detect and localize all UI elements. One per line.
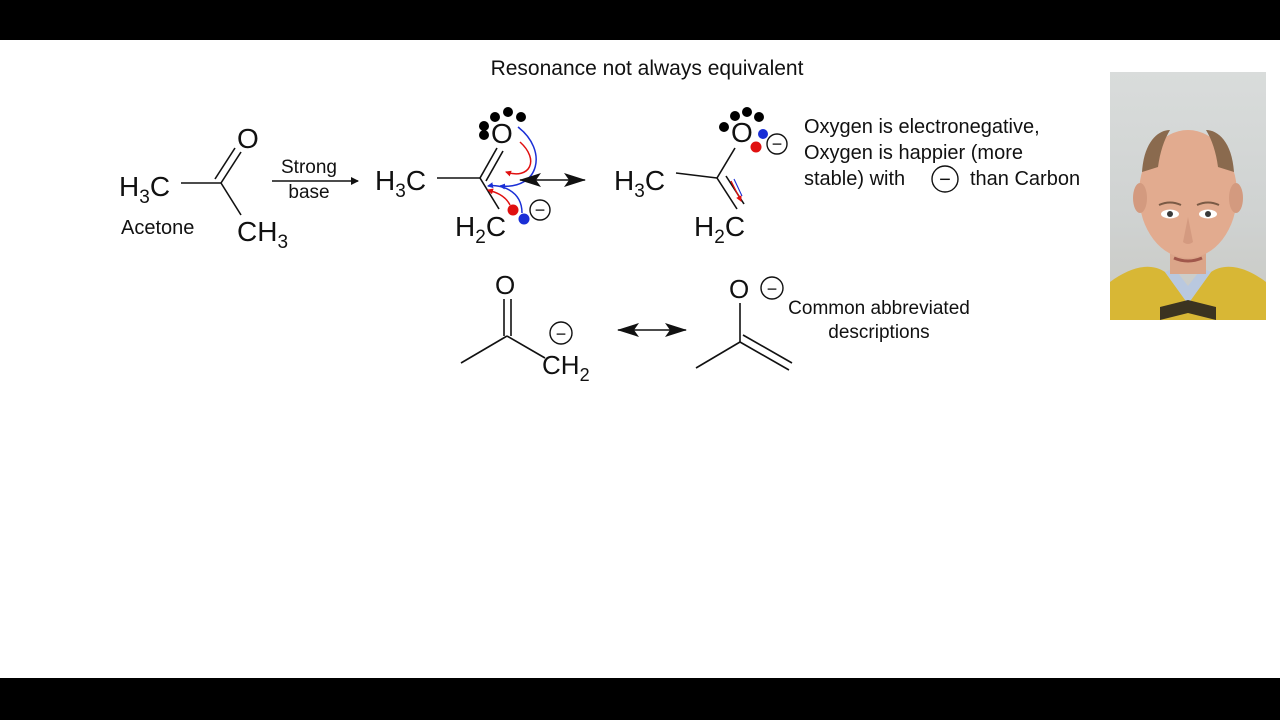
enolate2-oxygen: O bbox=[731, 117, 753, 148]
electronegativity-note: Oxygen is electronegative, Oxygen is hap… bbox=[804, 116, 1080, 193]
presenter-webcam-panel bbox=[1110, 72, 1266, 320]
abbrev1-ch2: CH bbox=[542, 350, 580, 380]
abbrev1-ch2-sub: 2 bbox=[580, 365, 590, 385]
lone-pair-electron bbox=[730, 111, 740, 121]
svg-text:CH2: CH2 bbox=[542, 350, 590, 385]
presenter-video-icon bbox=[1110, 130, 1266, 320]
acetone-bond-ch3-right bbox=[220, 182, 242, 216]
top-letterbox bbox=[0, 0, 1280, 40]
acetone-ch3: CH bbox=[237, 216, 277, 247]
abbrev1-oxygen: O bbox=[495, 270, 515, 300]
slide-title: Resonance not always equivalent bbox=[490, 57, 804, 80]
abbrev1-cc-bond bbox=[506, 335, 546, 359]
enolate1-h3c-h: H bbox=[375, 165, 395, 196]
enolate1-h2c-sub: 2 bbox=[475, 227, 486, 248]
enolate2-h2c-c: C bbox=[725, 211, 745, 242]
acetone-structure: H3C O CH3 Acetone bbox=[119, 123, 288, 253]
blue-electron bbox=[758, 129, 768, 139]
abbreviated-label: Common abbreviated descriptions bbox=[788, 298, 970, 343]
note-line-3-charge: − bbox=[939, 169, 951, 191]
curved-arrow-red-top bbox=[505, 141, 532, 177]
enolate2-blue-pi-marker bbox=[733, 178, 743, 197]
curved-arrow-red-bottom bbox=[487, 188, 511, 206]
acetone-h3c-c: C bbox=[150, 171, 170, 202]
curved-arrow-blue-bottom bbox=[487, 182, 523, 214]
red-electron bbox=[507, 204, 519, 216]
svg-text:H3C: H3C bbox=[375, 165, 426, 202]
negative-charge-icon bbox=[766, 133, 788, 155]
lone-pair-electron bbox=[503, 107, 513, 117]
svg-text:H3C: H3C bbox=[119, 171, 170, 208]
lone-pair-electron bbox=[479, 121, 489, 131]
enolate1-charge: − bbox=[535, 200, 546, 220]
acetone-caption: Acetone bbox=[121, 217, 194, 239]
abbrev2-cc-bond-a bbox=[739, 341, 790, 371]
acetone-h3c-h: H bbox=[119, 171, 139, 202]
abbrev-label-line-2: descriptions bbox=[828, 322, 929, 343]
abbrev1-charge: − bbox=[556, 324, 567, 344]
enolate1-h2c-h: H bbox=[455, 211, 475, 242]
abbrev2-oxygen: O bbox=[729, 274, 749, 304]
abbrev2-charge: − bbox=[767, 279, 778, 299]
enolate1-h2c-c: C bbox=[486, 211, 506, 242]
svg-text:H2C: H2C bbox=[455, 211, 506, 248]
enolate2-h3c-h: H bbox=[614, 165, 634, 196]
negative-charge-icon bbox=[931, 165, 959, 193]
negative-charge-icon bbox=[760, 276, 784, 300]
note-line-3b: than Carbon bbox=[970, 168, 1080, 190]
note-line-1: Oxygen is electronegative, bbox=[804, 116, 1040, 138]
acetone-carbonyl-bond-a bbox=[220, 151, 242, 184]
acetone-h3c-sub: 3 bbox=[139, 187, 150, 208]
arrow-label-strong: Strong bbox=[281, 157, 337, 178]
enolate2-charge: − bbox=[772, 134, 783, 154]
lone-pair-electron bbox=[754, 112, 764, 122]
svg-text:CH3: CH3 bbox=[237, 216, 288, 253]
abbrev-label-line-1: Common abbreviated bbox=[788, 298, 970, 319]
arrow-label-base: base bbox=[288, 182, 329, 203]
enolate2-red-pi-marker bbox=[730, 180, 742, 202]
acetone-ch3-sub: 3 bbox=[277, 232, 288, 253]
enolate2-h2c-h: H bbox=[694, 211, 714, 242]
bottom-letterbox bbox=[0, 678, 1280, 720]
abbrev2-methyl-bond bbox=[695, 341, 741, 369]
abbreviated-structure-2: O − bbox=[695, 274, 793, 371]
note-line-3a: stable) with bbox=[804, 168, 905, 190]
enolate-structure-1: H3C O H2C − bbox=[375, 107, 551, 248]
enolate1-oxygen: O bbox=[491, 118, 513, 149]
enolate2-co-bond bbox=[716, 147, 736, 179]
abbreviated-structure-1: O − CH2 bbox=[460, 270, 590, 385]
enolate2-bond-methyl bbox=[675, 172, 718, 179]
enolate-structure-2: H3C O − H2C bbox=[614, 107, 788, 248]
svg-text:H3C: H3C bbox=[614, 165, 665, 202]
strong-base-arrow: Strong base bbox=[272, 157, 359, 203]
negative-charge-icon bbox=[529, 199, 551, 221]
enolate2-h2c-sub: 2 bbox=[714, 227, 725, 248]
lone-pair-electron bbox=[742, 107, 752, 117]
enolate1-h3c-sub: 3 bbox=[395, 181, 406, 202]
lone-pair-electron bbox=[490, 112, 500, 122]
lone-pair-electron bbox=[516, 112, 526, 122]
lone-pair-electron bbox=[719, 122, 729, 132]
note-line-2: Oxygen is happier (more bbox=[804, 142, 1023, 164]
red-electron bbox=[750, 141, 762, 153]
enolate2-cc-bond-a bbox=[716, 177, 738, 210]
svg-text:H2C: H2C bbox=[694, 211, 745, 248]
enolate1-h3c-c: C bbox=[406, 165, 426, 196]
enolate1-co-bond-a bbox=[479, 147, 498, 179]
curved-arrow-blue-top bbox=[499, 126, 537, 190]
acetone-carbonyl-bond-b bbox=[214, 147, 236, 180]
lone-pair-electron bbox=[479, 130, 489, 140]
abbrev1-methyl-bond bbox=[460, 335, 508, 364]
acetone-oxygen: O bbox=[237, 123, 259, 154]
enolate1-co-bond-b bbox=[485, 150, 504, 182]
enolate2-h3c-c: C bbox=[645, 165, 665, 196]
enolate2-h3c-sub: 3 bbox=[634, 181, 645, 202]
abbrev2-cc-bond-b bbox=[742, 334, 793, 364]
blue-electron bbox=[518, 213, 530, 225]
slide-canvas bbox=[0, 40, 1280, 678]
negative-charge-icon bbox=[549, 321, 573, 345]
